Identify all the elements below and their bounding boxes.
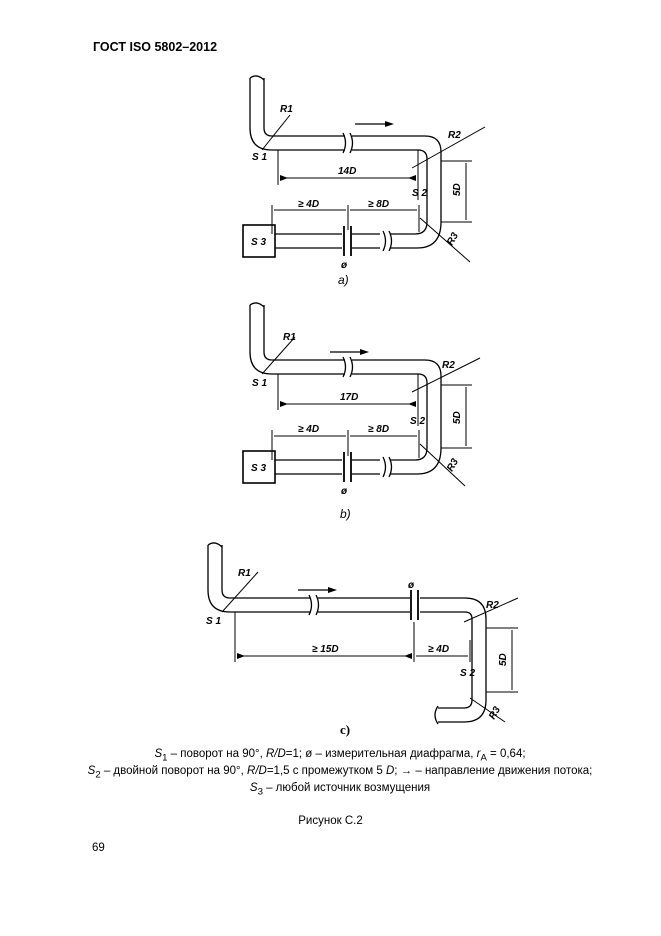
- label-r1-b: R1: [283, 332, 296, 343]
- legend-d: D: [385, 765, 395, 777]
- label-height-c: 5D: [498, 653, 509, 666]
- label-len-main-b: 17D: [340, 392, 358, 403]
- label-r3-b: R3: [445, 457, 461, 474]
- legend-rd-2: R/D: [247, 765, 267, 777]
- caption-c: c): [340, 722, 350, 737]
- legend-ra: r: [476, 748, 481, 760]
- diagram-b: [242, 302, 481, 487]
- label-len-down-b: ≥ 8D: [368, 424, 389, 435]
- label-s1-b: S 1: [252, 378, 267, 389]
- legend-s1-sub: 1: [162, 752, 168, 764]
- diagram-c: [207, 542, 519, 725]
- legend-line-3: S3 – любой источник возмущения: [60, 780, 620, 800]
- legend-s2-sub: 2: [95, 769, 101, 781]
- figure-caption: Рисунок С.2: [298, 815, 363, 827]
- legend-line-1: S1 – поворот на 90°, R/D=1; ø – измерите…: [60, 746, 620, 766]
- label-r1-c: R1: [238, 568, 251, 579]
- label-r3-a: R3: [445, 231, 461, 248]
- label-s1-c: S 1: [206, 616, 221, 627]
- label-s3-a: S 3: [251, 237, 266, 248]
- legend-line-1a: – поворот на 90°,: [170, 748, 266, 760]
- legend-s3-sub: 3: [257, 786, 263, 798]
- caption-b: b): [340, 507, 351, 521]
- label-len-main-c: ≥ 15D: [312, 644, 339, 655]
- label-r2-a: R2: [448, 130, 461, 141]
- label-height-b: 5D: [452, 411, 463, 424]
- page-number: 69: [92, 842, 105, 854]
- label-len-down-a: ≥ 8D: [368, 199, 389, 210]
- label-r1-a: R1: [280, 104, 293, 115]
- label-r2-b: R2: [442, 360, 455, 371]
- label-s2-c: S 2: [460, 668, 475, 679]
- legend-line-2c: ; → – направление движения потока;: [394, 765, 593, 777]
- legend-line-2a: – двойной поворот на 90°,: [100, 765, 248, 777]
- legend-s1: S: [154, 748, 163, 760]
- legend-line-1c: = 0,64;: [486, 748, 526, 760]
- legend-line-2b: =1,5 с промежутком 5: [266, 765, 386, 777]
- legend-line-2: S2 – двойной поворот на 90°, R/D=1,5 с п…: [60, 763, 620, 783]
- label-height-a: 5D: [452, 183, 463, 196]
- legend-s3: S: [249, 782, 258, 794]
- orifice-symbol-a: ø: [341, 260, 347, 271]
- label-s1-a: S 1: [252, 152, 267, 163]
- legend-ra-sub: A: [480, 752, 487, 764]
- orifice-symbol-c: ø: [408, 580, 414, 591]
- label-s2-a: S 2: [412, 188, 427, 199]
- document-header: ГОСТ ISO 5802–2012: [93, 40, 218, 54]
- label-len-up-a: ≥ 4D: [298, 199, 319, 210]
- label-len-main-a: 14D: [338, 166, 356, 177]
- label-len-up-b: ≥ 4D: [298, 424, 319, 435]
- diagram-a: [242, 75, 486, 263]
- legend-s2: S: [87, 765, 96, 777]
- legend-line-1b: =1; ø – измерительная диафрагма,: [285, 748, 477, 760]
- label-s3-b: S 3: [251, 463, 266, 474]
- legend-line-3a: – любой источник возмущения: [262, 782, 431, 794]
- caption-a: a): [338, 273, 349, 287]
- label-len-down-c: ≥ 4D: [428, 644, 449, 655]
- label-s2-b: S 2: [410, 416, 425, 427]
- label-r2-c: R2: [486, 600, 499, 611]
- orifice-symbol-b: ø: [341, 486, 347, 497]
- legend-rd-1: R/D: [265, 748, 286, 760]
